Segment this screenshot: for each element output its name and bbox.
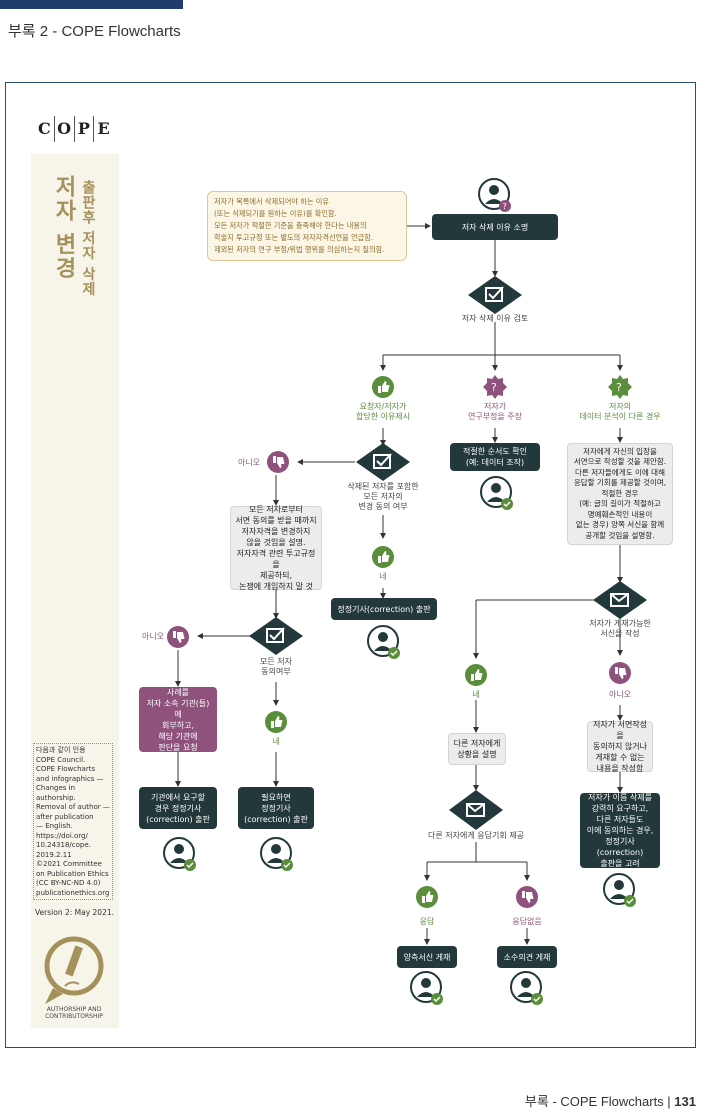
svg-text:?: ?: [491, 381, 497, 394]
branch-misconduct-label: 저자가 연구부정을 주장: [467, 402, 523, 421]
version-text: Version 2: May 2021.: [35, 908, 115, 917]
branch-valid-label: 요청자/저자가 합당한 이유제시: [355, 402, 411, 421]
authorship-badge-icon: [44, 936, 104, 1004]
top-accent-bar: [0, 0, 183, 9]
no-letter-node: 저자가 서면작성을 동의하지 않거나 게재할 수 없는 내용을 작성함: [587, 720, 653, 773]
all-agree-label: 모든 저자 동의여부: [260, 657, 292, 676]
flowchart-frame: [5, 82, 696, 1048]
citation-box: 다음과 같이 인용 COPE Council. COPE Flowcharts …: [33, 743, 113, 900]
consent-question-label: 삭제된 저자를 포함한 모든 저자의 변경 동의 여부: [347, 482, 419, 511]
svg-text:?: ?: [503, 202, 507, 211]
question-badge-icon: ?: [483, 375, 507, 399]
review-label: 저자 삭제 이유 검토: [461, 314, 529, 323]
no-label: 아니오: [608, 690, 632, 699]
person-question-icon: ?: [478, 178, 511, 212]
logo-letter: P: [73, 116, 94, 142]
logo-box: [31, 100, 119, 154]
refer-institution-node: 사례를 저자 소속 기관(들)에 회부하고, 해당 기관에 판단을 요청: [139, 687, 217, 752]
start-node: 저자 삭제 이유 소명: [432, 214, 558, 240]
page-number: 131: [674, 1094, 696, 1109]
institution-correction-node: 기관에서 요구할 경우 정정기사 (correction) 출판: [139, 787, 217, 829]
thumbs-up-icon: [465, 664, 487, 686]
consider-correction-node: 저자가 이름 삭제를 강력히 요구하고, 다른 저자들도 이에 동의하는 경우,…: [580, 793, 660, 868]
question-badge-icon: ?: [608, 375, 632, 399]
svg-text:?: ?: [616, 381, 622, 394]
thumbs-down-icon: [609, 662, 631, 684]
logo-letter: C: [38, 119, 51, 138]
yes-label: 네: [472, 690, 480, 699]
if-needed-correction-node: 필요하면 정정기사 (correction) 출판: [238, 787, 314, 829]
misconduct-action: 적절한 순서도 확인 (예: 데이터 조작): [450, 443, 540, 471]
branch-data-label: 저자의 데이터 분석이 다른 경우: [579, 402, 661, 421]
data-action: 저자에게 자신의 입장을 서면으로 작성할 것을 제안함. 다른 저자들에게도 …: [567, 443, 673, 545]
thumbs-down-icon: [267, 451, 289, 473]
correction-node: 정정기사(correction) 출판: [331, 598, 437, 620]
person-check-icon: [510, 971, 543, 1005]
thumbs-up-icon: [372, 546, 394, 568]
reply-label: 응답: [419, 917, 435, 926]
instruction-note: 저자가 목록에서 삭제되어야 하는 이유 (또는 삭제되기를 원하는 이유)를 …: [207, 191, 407, 261]
explain-others-node: 다른 저자에게 상황을 설명: [448, 733, 506, 765]
offer-reply-label: 다른 저자에게 응답기회 제공: [428, 831, 524, 840]
logo-letter: O: [53, 116, 74, 142]
no-label: 아니오: [141, 632, 165, 641]
footer-text: 부록 - COPE Flowcharts |: [524, 1094, 675, 1109]
sidebar-title: 저자 변경: [51, 175, 76, 281]
sidebar: [31, 100, 119, 1028]
thumbs-up-icon: [372, 376, 394, 398]
sidebar-subtitle: 출판후 저자 삭제: [80, 180, 96, 297]
thumbs-down-icon: [516, 886, 538, 908]
page-title: 부록 2 - COPE Flowcharts: [8, 23, 181, 40]
thumbs-down-icon: [167, 626, 189, 648]
person-check-icon: [603, 873, 636, 907]
person-check-icon: [163, 837, 196, 871]
thumbs-up-icon: [265, 711, 287, 733]
no-consent-action: 모든 저자로부터 서면 동의를 받을 때까지 저자자격을 변경하지 않을 것임을…: [230, 505, 322, 591]
publish-minority-node: 소수의견 게재: [497, 946, 557, 968]
logo-letter: E: [93, 116, 113, 142]
person-check-icon: [367, 625, 400, 659]
publish-both-node: 양측서신 게재: [397, 946, 457, 968]
yes-label: 네: [272, 737, 280, 746]
no-reply-label: 응답없음: [512, 917, 542, 926]
person-check-icon: [480, 476, 513, 510]
yes-label: 네: [379, 572, 387, 581]
page-footer: 부록 - COPE Flowcharts | 131: [525, 1091, 696, 1110]
person-check-icon: [410, 971, 443, 1005]
thumbs-up-icon: [416, 886, 438, 908]
badge-caption: AUTHORSHIP AND CONTRIBUTORSHIP: [45, 1006, 103, 1020]
no-label: 아니오: [237, 458, 261, 467]
cope-logo: C O P E: [35, 116, 113, 142]
person-check-icon: [260, 837, 293, 871]
letter-question-label: 저자가 게재가능한 서신을 작성: [589, 619, 651, 638]
